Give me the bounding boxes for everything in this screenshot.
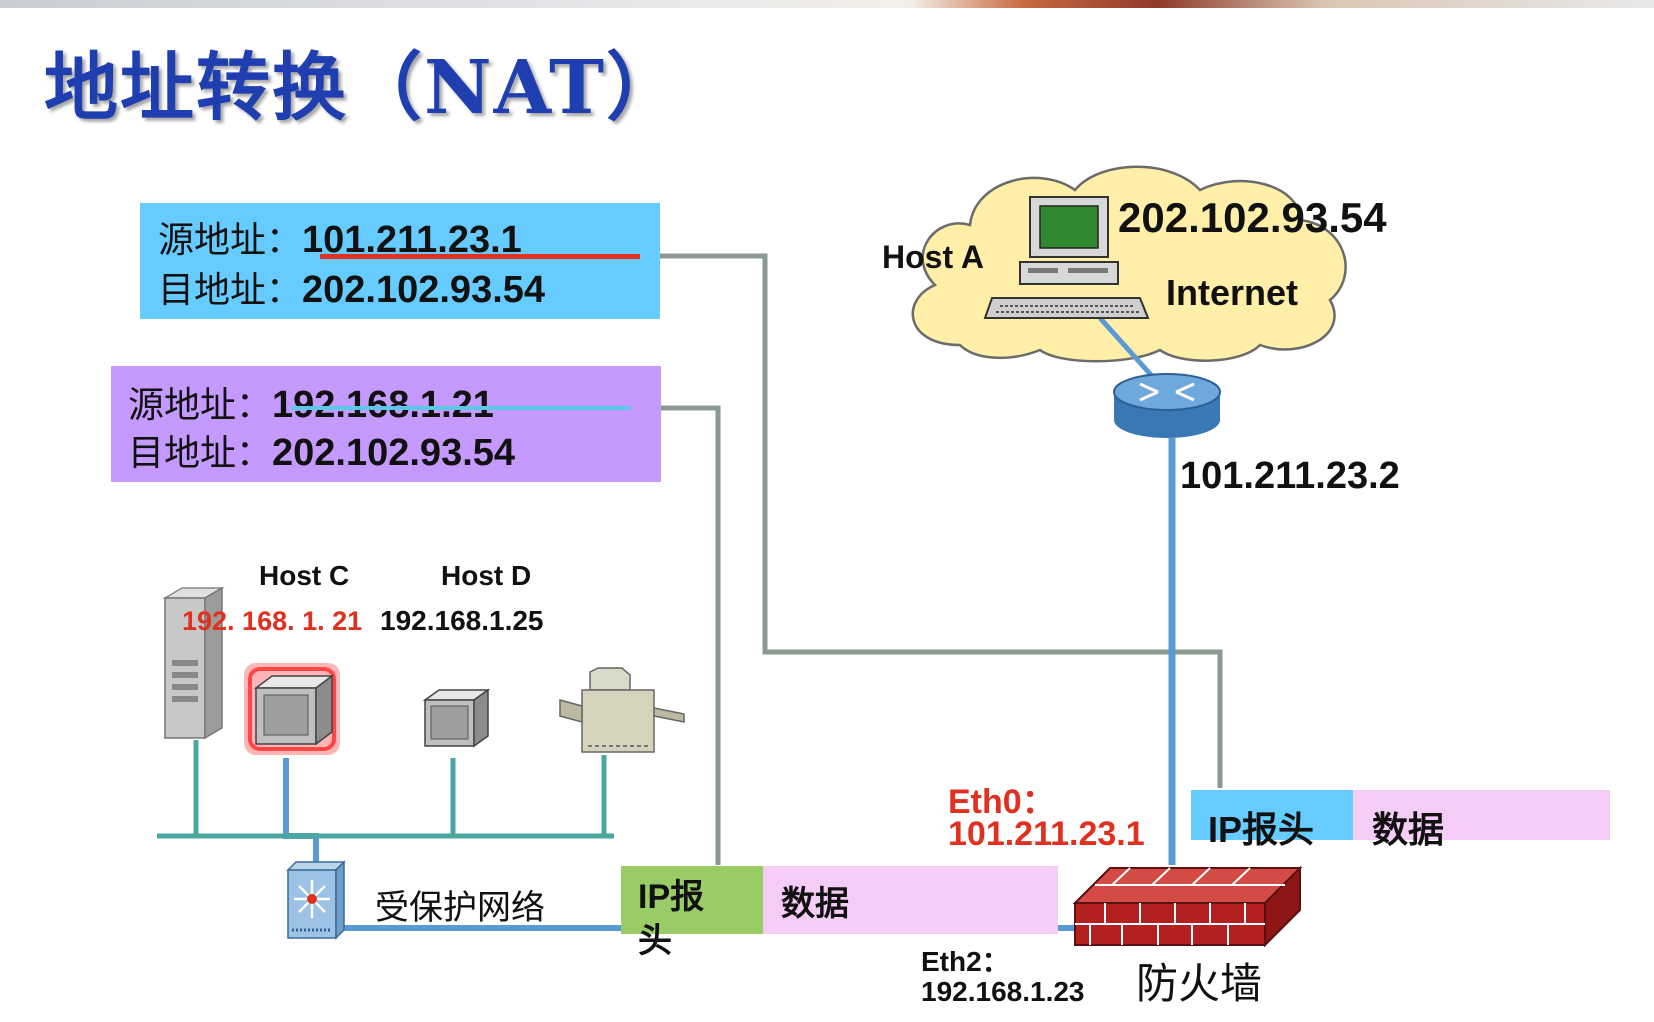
outside-packet-header-label: IP报头 — [1208, 809, 1315, 850]
src-underline — [291, 406, 631, 410]
printer-icon — [559, 667, 685, 753]
computer-icon — [244, 663, 340, 755]
inside-packet-data-label: 数据 — [781, 884, 849, 924]
nat-path-line — [640, 253, 1223, 788]
src-address-value: 192.168.1.21 — [272, 384, 494, 426]
outside-packet-data — [1353, 790, 1610, 840]
eth2-ip: 192.168.1.23 — [921, 976, 1085, 1007]
protected-network-label: 受保护网络 — [375, 888, 545, 928]
router-icon — [1113, 373, 1221, 438]
computer-icon — [422, 688, 491, 748]
workstation-icon — [983, 196, 1150, 319]
server-icon — [162, 586, 225, 740]
host-a-ip: 202.102.93.54 — [1118, 194, 1387, 241]
router-ip: 101.211.23.2 — [1180, 455, 1400, 497]
eth2-label: Eth2： — [921, 946, 1010, 977]
dst-address-value: 202.102.93.54 — [302, 269, 546, 311]
dst-address-value: 202.102.93.54 — [272, 432, 516, 474]
switch-icon — [286, 860, 346, 940]
page-title: 地址转换（NAT） — [44, 45, 683, 131]
inside-packet-data — [763, 866, 1058, 934]
src-underline — [320, 254, 640, 259]
eth0-label: Eth0： — [948, 783, 1056, 821]
top-banner — [0, 0, 1654, 8]
dst-address-label: 目地址： — [128, 433, 273, 474]
firewall-icon — [1072, 865, 1303, 948]
inside-packet-header — [621, 866, 763, 934]
firewall-label: 防火墙 — [1136, 959, 1263, 1008]
host-d-label: Host D — [441, 560, 532, 591]
outside-packet-data-label: 数据 — [1372, 809, 1445, 851]
host-c-link — [283, 758, 319, 878]
host-c-ip: 192. 168. 1. 21 — [182, 606, 363, 636]
outside-packet-header — [1191, 790, 1353, 840]
internet-label: Internet — [1166, 272, 1299, 313]
host-a-link — [1098, 316, 1162, 387]
inside-packet-header-label: IP报头 — [638, 878, 705, 960]
host-a-label: Host A — [882, 239, 984, 275]
dst-address-label: 目地址： — [158, 270, 303, 311]
src-address-label: 源地址： — [128, 385, 273, 426]
lan-address-box: 源地址：192.168.1.21 目地址：202.102.93.54 — [111, 366, 661, 482]
host-c-label: Host C — [259, 560, 350, 591]
src-address-label: 源地址： — [158, 220, 303, 261]
eth0-ip: 101.211.23.1 — [948, 815, 1145, 853]
nat-address-box: 源地址：101.211.23.1 目地址：202.102.93.54 — [140, 203, 660, 319]
host-d-ip: 192.168.1.25 — [380, 605, 544, 636]
